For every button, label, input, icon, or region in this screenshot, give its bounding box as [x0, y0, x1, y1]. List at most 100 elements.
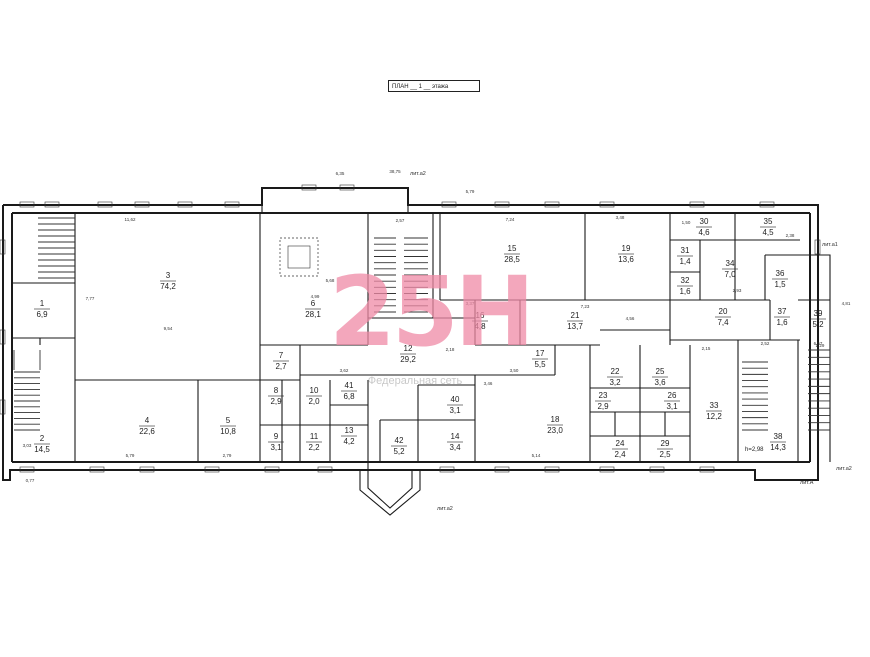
room-number: 23 [599, 391, 608, 400]
room-number: 30 [700, 217, 709, 226]
room-number: 25 [656, 367, 665, 376]
room-number: 21 [571, 311, 580, 320]
room-number: 12 [404, 344, 413, 353]
room-number: 4 [145, 416, 150, 425]
room-number: 15 [508, 244, 517, 253]
room-number: 24 [616, 439, 625, 448]
room-40: 403,1 [447, 395, 463, 415]
room-17: 175,5 [532, 349, 548, 369]
room-area: 5,2 [812, 320, 824, 329]
room-number: 10 [310, 386, 319, 395]
room-number: 9 [274, 432, 279, 441]
room-area: 22,6 [139, 427, 155, 436]
room-24: 242,4 [612, 439, 628, 459]
room-11: 112,2 [306, 432, 322, 452]
dimension-label: 7,23 [581, 304, 590, 309]
dimension-label: 5,79 [126, 453, 135, 458]
room-1: 16,9 [34, 299, 50, 319]
room-42: 425,2 [391, 436, 407, 456]
dimension-label: 2,38 [786, 233, 795, 238]
room-area: 2,9 [270, 397, 282, 406]
room-number: 33 [710, 401, 719, 410]
dimension-label: 3,46 [484, 381, 493, 386]
room-number: 31 [681, 246, 690, 255]
dimension-label: 1,50 [682, 220, 691, 225]
room-number: 26 [668, 391, 677, 400]
lit-right-bottom: лит.а2 [836, 466, 852, 472]
room-9: 93,1 [268, 432, 284, 452]
dimension-label: 2,15 [702, 346, 711, 351]
room-area: 10,8 [220, 427, 236, 436]
room-number: 35 [764, 217, 773, 226]
outer-walls [2, 187, 831, 516]
room-number: 29 [661, 439, 670, 448]
room-22: 223,2 [607, 367, 623, 387]
dimension-label: 2,29 [816, 343, 825, 348]
room-area: 28,1 [305, 310, 321, 319]
room-area: 4,6 [698, 228, 710, 237]
watermark-subtitle: Федеральная сеть [368, 375, 463, 387]
room-number: 17 [536, 349, 545, 358]
dimension-label: 5,79 [466, 189, 475, 194]
room-number: 1 [40, 299, 45, 308]
room-32: 321,6 [677, 276, 693, 296]
room-2: 214,5 [34, 434, 50, 454]
room-area: 1,6 [776, 318, 788, 327]
room-29: 292,5 [657, 439, 673, 459]
room-13: 134,2 [341, 426, 357, 446]
room-area: 3,1 [666, 402, 678, 411]
room-number: 34 [726, 259, 735, 268]
room-area: 13,7 [567, 322, 583, 331]
room-area: 23,0 [547, 426, 563, 435]
room-number: 7 [279, 351, 284, 360]
dimension-label: 38,75 [389, 169, 401, 174]
room-21: 21 13,7 [567, 311, 583, 331]
room-area: 7,4 [717, 318, 729, 327]
lit-top: лит.а2 [410, 171, 426, 177]
room-area: 13,6 [618, 255, 634, 264]
room-area: 2,5 [659, 450, 671, 459]
room-area: 2,4 [614, 450, 626, 459]
room-number: 42 [395, 436, 404, 445]
room-30: 304,6 [696, 217, 712, 237]
room-5: 510,8 [220, 416, 236, 436]
room-25: 253,6 [652, 367, 668, 387]
room-14: 143,4 [447, 432, 463, 452]
room-area: 5,5 [534, 360, 546, 369]
room-area: 1,5 [774, 280, 786, 289]
lit-bottom-right: лит.А [800, 480, 814, 486]
room-number: 14 [451, 432, 460, 441]
room-area: 14,3 [770, 443, 786, 452]
lit-bottom: лит.а2 [437, 506, 453, 512]
room-23: 232,9 [595, 391, 611, 411]
room-37: 371,6 [774, 307, 790, 327]
room-number: 13 [345, 426, 354, 435]
room-area: 5,2 [393, 447, 405, 456]
room-number: 11 [310, 432, 319, 441]
dimension-label: 3,37 [466, 301, 475, 306]
room-area: 74,2 [160, 282, 176, 291]
room-number: 18 [551, 415, 560, 424]
room-area: 2,7 [275, 362, 287, 371]
ceiling-height: h=2,98 [745, 447, 764, 453]
room-number: 16 [476, 311, 485, 320]
dimension-label: 3,50 [510, 368, 519, 373]
room-area: 6,9 [36, 310, 48, 319]
room-7: 72,7 [273, 351, 289, 371]
dimension-label: 2,79 [223, 453, 232, 458]
dimension-label: 4,99 [311, 294, 320, 299]
room-area: 4,8 [474, 322, 486, 331]
room-number: 39 [814, 309, 823, 318]
room-area: 6,8 [343, 392, 355, 401]
room-area: 3,1 [270, 443, 282, 452]
room-area: 28,5 [504, 255, 520, 264]
dimension-label: 5,68 [326, 278, 335, 283]
plan-title: ПЛАН __ 1 __ этажа [388, 80, 480, 92]
dimension-label: 7,24 [506, 217, 515, 222]
room-number: 3 [166, 271, 171, 280]
room-area: 1,4 [679, 257, 691, 266]
watermark: 25Н Федеральная сеть [329, 256, 535, 387]
